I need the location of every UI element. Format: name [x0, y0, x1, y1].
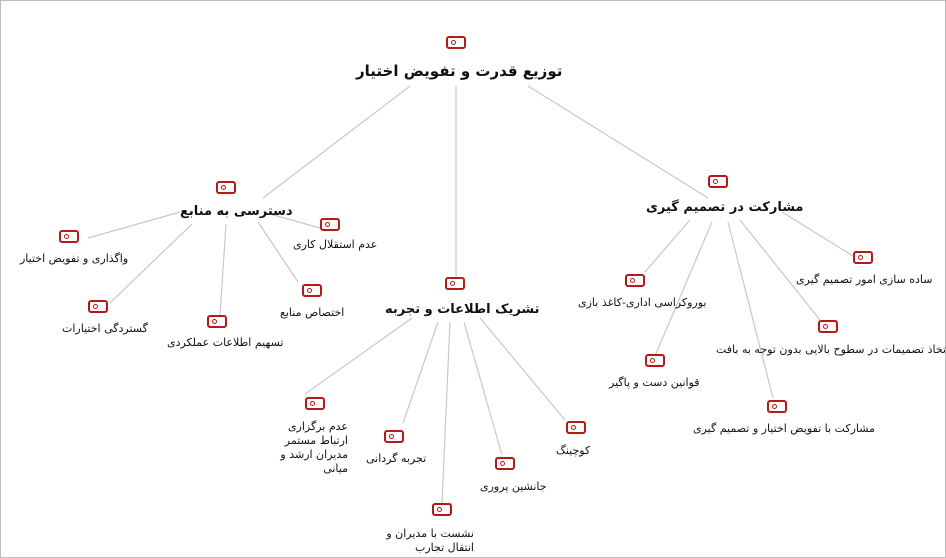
leaf-top-decisions-label[interactable]: اتخاذ تصمیمات در سطوح بالایی بدون توجه ب…	[716, 343, 946, 356]
leaf-authority-scope-note-icon[interactable]	[88, 300, 108, 313]
leaf-bureaucracy-note-icon[interactable]	[625, 274, 645, 287]
leaf-succession-note-icon[interactable]	[495, 457, 515, 470]
branch-resources-label[interactable]: دسترسی به منابع	[180, 204, 293, 219]
leaf-participation-delegation-note-icon[interactable]	[767, 400, 787, 413]
leaf-simplify-decisions-label[interactable]: ساده سازی امور تصمیم گیری	[796, 273, 933, 286]
leaf-authority-scope-label[interactable]: گستردگی اختیارات	[62, 322, 148, 335]
leaf-no-communication-note-icon[interactable]	[305, 397, 325, 410]
branch-resources-note-icon[interactable]	[216, 181, 236, 194]
leaf-coaching-note-icon[interactable]	[566, 421, 586, 434]
leaf-participation-delegation-label[interactable]: مشارکت با تفویض اختیار و تصمیم گیری	[693, 422, 875, 435]
leaf-rotation-note-icon[interactable]	[384, 430, 404, 443]
leaf-rotation-label[interactable]: تجربه گردانی	[366, 452, 427, 465]
leaf-performance-info-note-icon[interactable]	[207, 315, 227, 328]
leaf-delegation-label[interactable]: واگذاری و تفویض اختیار	[20, 252, 129, 265]
branch-participation-note-icon[interactable]	[708, 175, 728, 188]
leaf-coaching-label[interactable]: کوچینگ	[556, 444, 591, 457]
central-note-icon[interactable]	[446, 36, 466, 49]
leaf-restrictive-rules-label[interactable]: قوانین دست و پاگیر	[609, 376, 700, 389]
leaf-delegation-note-icon[interactable]	[59, 230, 79, 243]
leaf-simplify-decisions-note-icon[interactable]	[853, 251, 873, 264]
leaf-no-communication-label[interactable]: عدم برگزاری ارتباط مستمر مدیران ارشد و م…	[280, 420, 348, 475]
branch-sharing-label[interactable]: تشریک اطلاعات و تجربه	[385, 302, 540, 317]
leaf-resource-allocation-label[interactable]: اختصاص منابع	[280, 306, 345, 319]
leaf-experience-transfer-label[interactable]: نشست با مدیران و انتقال تجارب	[386, 527, 474, 554]
branch-participation-label[interactable]: مشارکت در تصمیم گیری	[646, 200, 804, 215]
leaf-bureaucracy-label[interactable]: بوروکراسی اداری-کاغذ بازی	[578, 296, 707, 309]
leaf-experience-transfer-note-icon[interactable]	[432, 503, 452, 516]
leaf-top-decisions-note-icon[interactable]	[818, 320, 838, 333]
leaf-succession-label[interactable]: جانشین پروری	[480, 480, 547, 493]
branch-sharing-note-icon[interactable]	[445, 277, 465, 290]
leaf-resource-allocation-note-icon[interactable]	[302, 284, 322, 297]
leaf-performance-info-label[interactable]: تسهیم اطلاعات عملکردی	[167, 336, 284, 349]
central-topic[interactable]: توزیع قدرت و تفویض اختیار	[356, 62, 563, 80]
leaf-no-autonomy-note-icon[interactable]	[320, 218, 340, 231]
leaf-no-autonomy-label[interactable]: عدم استقلال کاری	[293, 238, 378, 251]
leaf-restrictive-rules-note-icon[interactable]	[645, 354, 665, 367]
